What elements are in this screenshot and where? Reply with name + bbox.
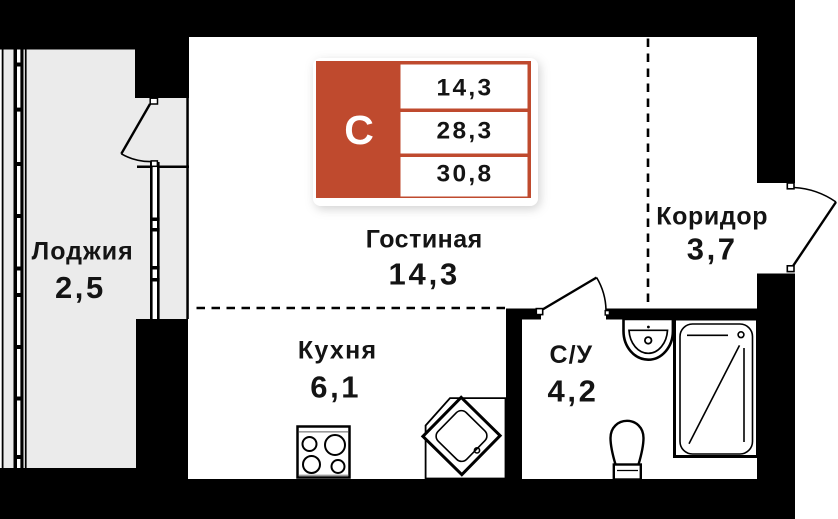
svg-text:28,3: 28,3 xyxy=(437,118,494,145)
svg-text:Гостиная: Гостиная xyxy=(366,226,483,254)
svg-text:2,5: 2,5 xyxy=(55,270,106,305)
svg-text:С/У: С/У xyxy=(550,341,594,369)
svg-text:3,7: 3,7 xyxy=(687,232,738,267)
svg-text:14,3: 14,3 xyxy=(437,75,494,102)
svg-text:6,1: 6,1 xyxy=(310,370,361,405)
svg-text:14,3: 14,3 xyxy=(389,257,461,292)
svg-text:Коридор: Коридор xyxy=(656,203,768,231)
svg-text:4,2: 4,2 xyxy=(548,374,599,409)
svg-text:Кухня: Кухня xyxy=(298,337,378,365)
svg-text:30,8: 30,8 xyxy=(437,161,494,188)
svg-text:Лоджия: Лоджия xyxy=(32,238,134,266)
svg-text:С: С xyxy=(344,107,374,153)
